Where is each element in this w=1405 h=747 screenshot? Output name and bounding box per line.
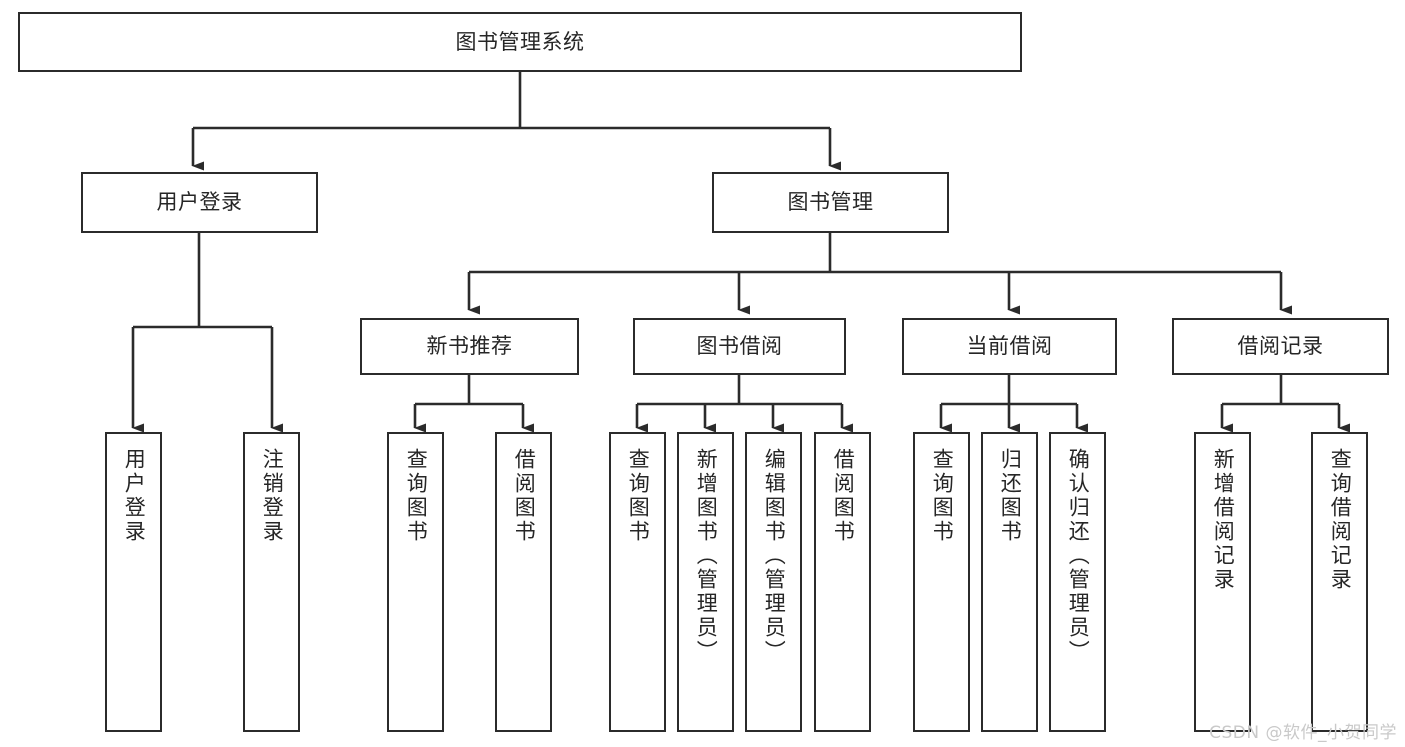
node-leaf-query-book-1-label: 查询图书 [404,448,429,544]
node-leaf-user-login[interactable]: 用户登录 [105,432,162,732]
node-book-manage-label: 图书管理 [787,190,874,215]
node-leaf-query-book-2-label: 查询图书 [626,448,651,544]
node-leaf-query-record-label: 查询借阅记录 [1328,448,1353,592]
node-leaf-query-book-3[interactable]: 查询图书 [913,432,970,732]
node-book-borrow-label: 图书借阅 [696,334,783,359]
node-leaf-add-book[interactable]: 新增图书（管理员） [677,432,734,732]
node-borrow-record[interactable]: 借阅记录 [1172,318,1389,375]
node-leaf-return-book[interactable]: 归还图书 [981,432,1038,732]
node-leaf-query-book-2[interactable]: 查询图书 [609,432,666,732]
node-new-book-recommend-label: 新书推荐 [426,334,513,359]
node-root-label: 图书管理系统 [455,29,585,54]
node-user-login[interactable]: 用户登录 [81,172,318,233]
node-new-book-recommend[interactable]: 新书推荐 [360,318,579,375]
node-leaf-confirm-return[interactable]: 确认归还（管理员） [1049,432,1106,732]
node-leaf-query-book-1[interactable]: 查询图书 [387,432,444,732]
node-book-borrow[interactable]: 图书借阅 [633,318,846,375]
node-current-borrow[interactable]: 当前借阅 [902,318,1117,375]
node-leaf-borrow-book-1[interactable]: 借阅图书 [495,432,552,732]
node-leaf-confirm-return-label: 确认归还（管理员） [1066,448,1091,664]
node-user-login-label: 用户登录 [156,190,243,215]
node-root[interactable]: 图书管理系统 [18,12,1022,72]
node-leaf-borrow-book-1-label: 借阅图书 [512,448,537,544]
node-leaf-edit-book-label: 编辑图书（管理员） [762,448,787,664]
node-leaf-borrow-book-2-label: 借阅图书 [831,448,856,544]
node-leaf-query-book-3-label: 查询图书 [930,448,955,544]
node-leaf-add-record[interactable]: 新增借阅记录 [1194,432,1251,732]
node-leaf-edit-book[interactable]: 编辑图书（管理员） [745,432,802,732]
node-borrow-record-label: 借阅记录 [1237,334,1324,359]
node-leaf-add-record-label: 新增借阅记录 [1211,448,1236,592]
node-leaf-return-book-label: 归还图书 [998,448,1023,544]
node-book-manage[interactable]: 图书管理 [712,172,949,233]
node-leaf-logout[interactable]: 注销登录 [243,432,300,732]
node-leaf-user-login-label: 用户登录 [122,448,147,544]
node-leaf-logout-label: 注销登录 [260,448,285,544]
node-leaf-borrow-book-2[interactable]: 借阅图书 [814,432,871,732]
watermark-text: CSDN @软件_小贺同学 [1209,723,1397,743]
node-leaf-add-book-label: 新增图书（管理员） [694,448,719,664]
node-current-borrow-label: 当前借阅 [966,334,1053,359]
node-leaf-query-record[interactable]: 查询借阅记录 [1311,432,1368,732]
